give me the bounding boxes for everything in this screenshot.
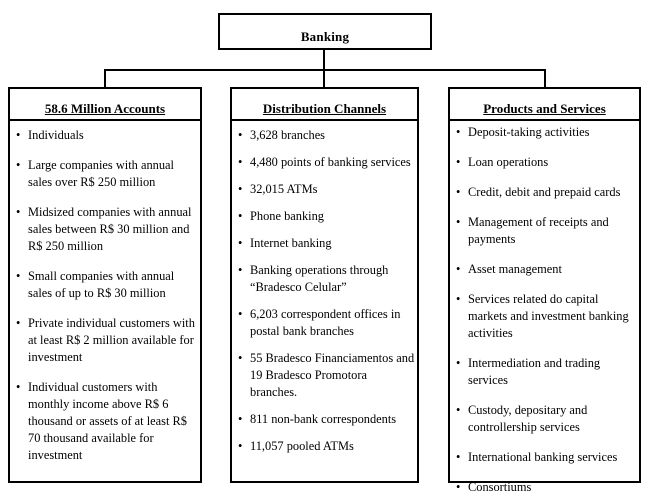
list-item: Loan operations [456, 154, 629, 171]
list-item: 811 non-bank correspondents [238, 411, 417, 428]
node-products-services-header: Products and Services [450, 89, 639, 121]
list-item: 32,015 ATMs [238, 181, 417, 198]
node-products-services: Products and Services Deposit-taking act… [448, 87, 641, 495]
list-item: Small companies with annual sales of up … [16, 268, 200, 302]
connector-drop-right [544, 69, 546, 87]
list-item: Individual customers with monthly income… [16, 379, 200, 464]
list-item: Consortiums [456, 479, 629, 495]
list-item: Midsized companies with annual sales bet… [16, 204, 200, 255]
list-item: Large companies with annual sales over R… [16, 157, 200, 191]
node-accounts: 58.6 Million Accounts Individuals Large … [8, 87, 202, 483]
node-distribution-channels: Distribution Channels 3,628 branches 4,4… [230, 87, 419, 483]
list-item: Custody, depositary and controllership s… [456, 402, 629, 436]
list-item: 3,628 branches [238, 127, 417, 144]
list-item: Internet banking [238, 235, 417, 252]
list-item: 55 Bradesco Financiamentos and 19 Brades… [238, 350, 417, 401]
list-item: Banking operations through “Bradesco Cel… [238, 262, 417, 296]
node-products-services-items: Deposit-taking activities Loan operation… [450, 121, 639, 495]
list-item: Management of receipts and payments [456, 214, 629, 248]
list-item: 11,057 pooled ATMs [238, 438, 417, 455]
root-node-banking: Banking [218, 13, 432, 50]
list-item: Services related do capital markets and … [456, 291, 629, 342]
connector-drop-middle [323, 69, 325, 87]
list-item: 4,480 points of banking services [238, 154, 417, 171]
node-accounts-items: Individuals Large companies with annual … [10, 121, 200, 464]
list-item: Individuals [16, 127, 200, 144]
list-item: Intermediation and trading services [456, 355, 629, 389]
list-item: Asset management [456, 261, 629, 278]
node-distribution-channels-items: 3,628 branches 4,480 points of banking s… [232, 121, 417, 455]
node-accounts-header: 58.6 Million Accounts [10, 89, 200, 121]
list-item: Phone banking [238, 208, 417, 225]
connector-horizontal-rail [104, 69, 546, 71]
connector-drop-left [104, 69, 106, 87]
list-item: Deposit-taking activities [456, 124, 629, 141]
list-item: 6,203 correspondent offices in postal ba… [238, 306, 417, 340]
node-distribution-channels-header: Distribution Channels [232, 89, 417, 121]
connector-root-stem [323, 50, 325, 69]
list-item: International banking services [456, 449, 629, 466]
list-item: Private individual customers with at lea… [16, 315, 200, 366]
list-item: Credit, debit and prepaid cards [456, 184, 629, 201]
root-node-label: Banking [300, 29, 350, 44]
